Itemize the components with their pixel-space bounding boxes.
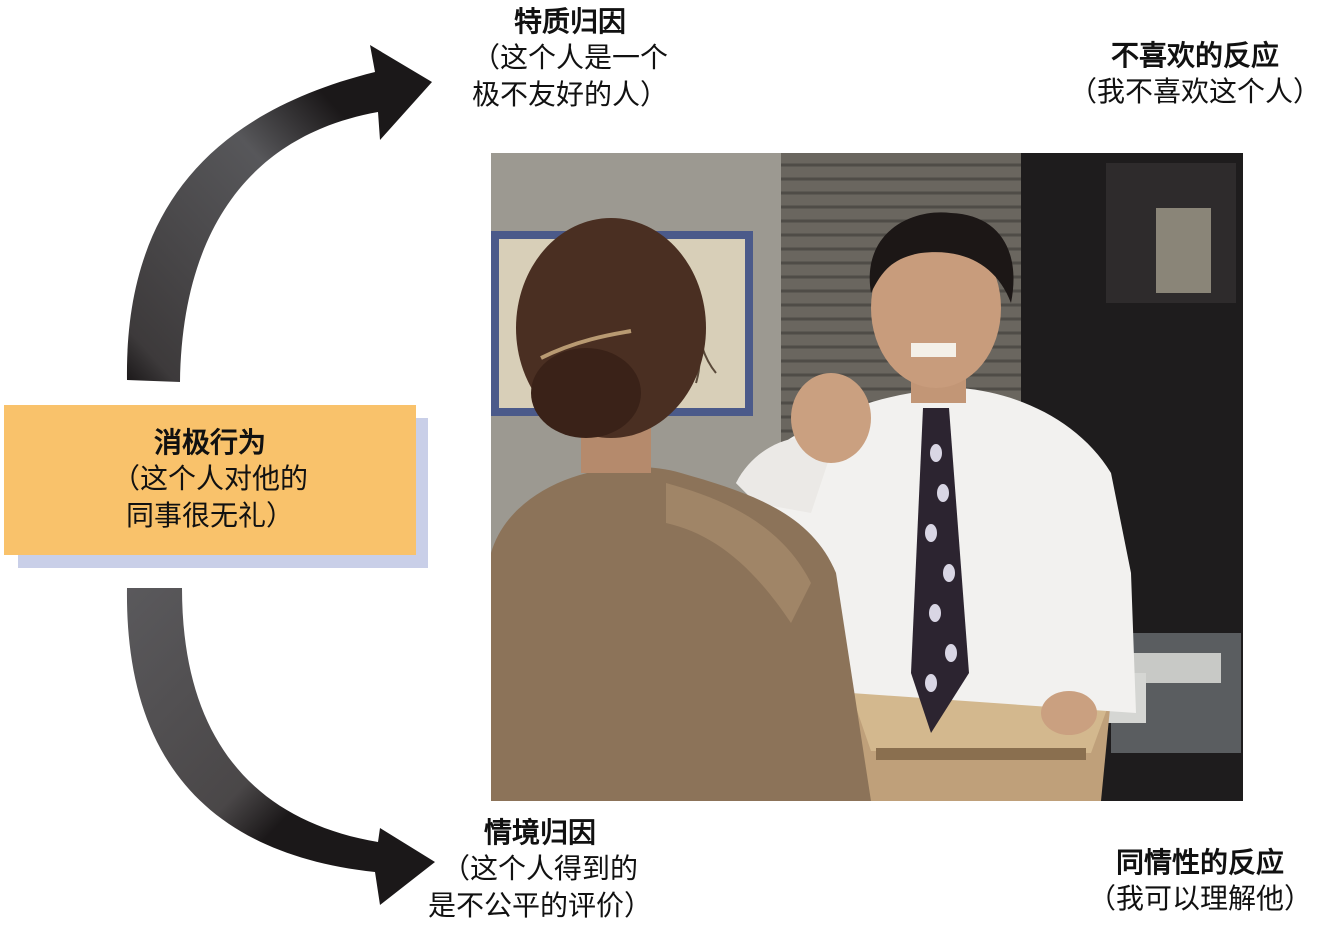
- trait-attribution-title: 特质归因: [513, 5, 626, 38]
- trait-attribution-line2: 极不友好的人）: [471, 77, 668, 111]
- sympathy-reaction-label: 同情性的反应 （我可以理解他）: [1055, 845, 1331, 918]
- situational-attribution-label: 情境归因 （这个人得到的 是不公平的评价）: [405, 815, 675, 924]
- dislike-reaction-line1: （我不喜欢这个人）: [1068, 75, 1321, 109]
- woman-back-view: [491, 218, 871, 801]
- dislike-reaction-title: 不喜欢的反应: [1110, 39, 1279, 72]
- behavior-line2: 同事很无礼）: [125, 498, 294, 532]
- sympathy-reaction-title: 同情性的反应: [1115, 846, 1284, 879]
- sympathy-reaction-line1: （我可以理解他）: [1087, 882, 1312, 916]
- arrow-to-situational-attribution: [126, 588, 436, 905]
- situational-attribution-line1: （这个人得到的: [441, 852, 638, 886]
- trait-attribution-line1: （这个人是一个: [471, 41, 668, 75]
- arrow-to-trait-attribution: [126, 45, 433, 382]
- dislike-reaction-label: 不喜欢的反应 （我不喜欢这个人）: [1050, 38, 1331, 111]
- behavior-line1: （这个人对他的: [111, 462, 308, 496]
- behavior-title: 消极行为: [153, 426, 266, 459]
- office-conflict-photo: [491, 153, 1243, 801]
- angry-man: [736, 212, 1136, 735]
- trait-attribution-label: 特质归因 （这个人是一个 极不友好的人）: [440, 4, 700, 113]
- situational-attribution-line2: 是不公平的评价）: [427, 888, 652, 922]
- situational-attribution-title: 情境归因: [483, 816, 596, 849]
- negative-behavior-box: 消极行为 （这个人对他的 同事很无礼）: [4, 405, 416, 555]
